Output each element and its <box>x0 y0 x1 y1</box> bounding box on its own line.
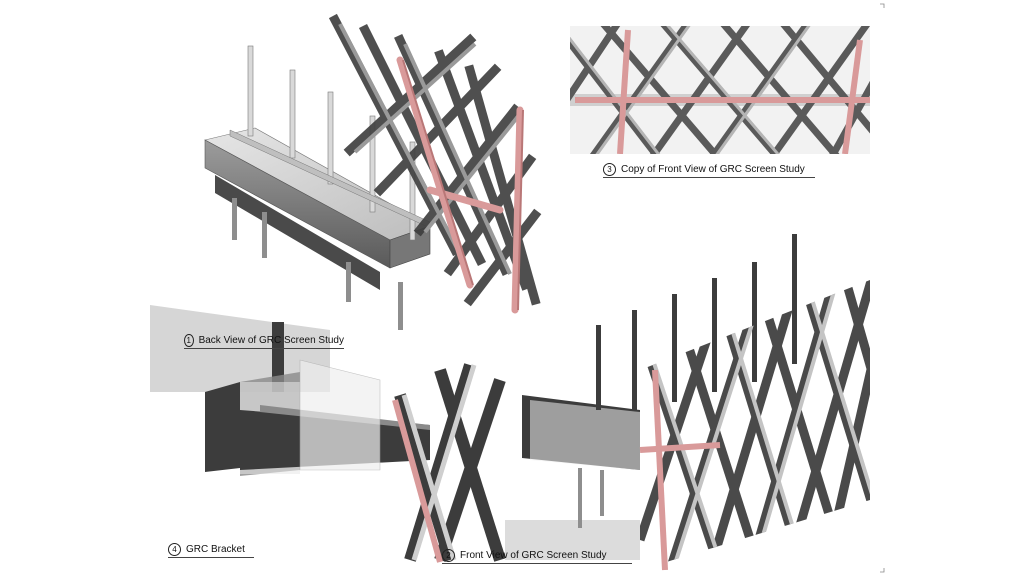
view-label-2: 2 Front View of GRC Screen Study <box>442 549 632 564</box>
view-title-4: GRC Bracket <box>186 544 245 555</box>
view-number-2: 2 <box>442 549 455 562</box>
bracket-drawing <box>150 305 506 563</box>
front-view-copy-drawing <box>570 26 870 154</box>
view-number-1: 1 <box>184 334 194 347</box>
view-label-3: 3 Copy of Front View of GRC Screen Study <box>603 163 815 178</box>
view-number-3: 3 <box>603 163 616 176</box>
view-label-4: 4 GRC Bracket <box>168 543 254 558</box>
back-view-drawing <box>204 13 542 330</box>
front-view-drawing <box>505 234 870 571</box>
view-number-4: 4 <box>168 543 181 556</box>
view-title-3: Copy of Front View of GRC Screen Study <box>621 164 805 175</box>
view-title-1: Back View of GRC Screen Study <box>198 335 344 346</box>
view-title-2: Front View of GRC Screen Study <box>460 550 607 561</box>
view-label-1: 1 Back View of GRC Screen Study <box>184 334 344 349</box>
